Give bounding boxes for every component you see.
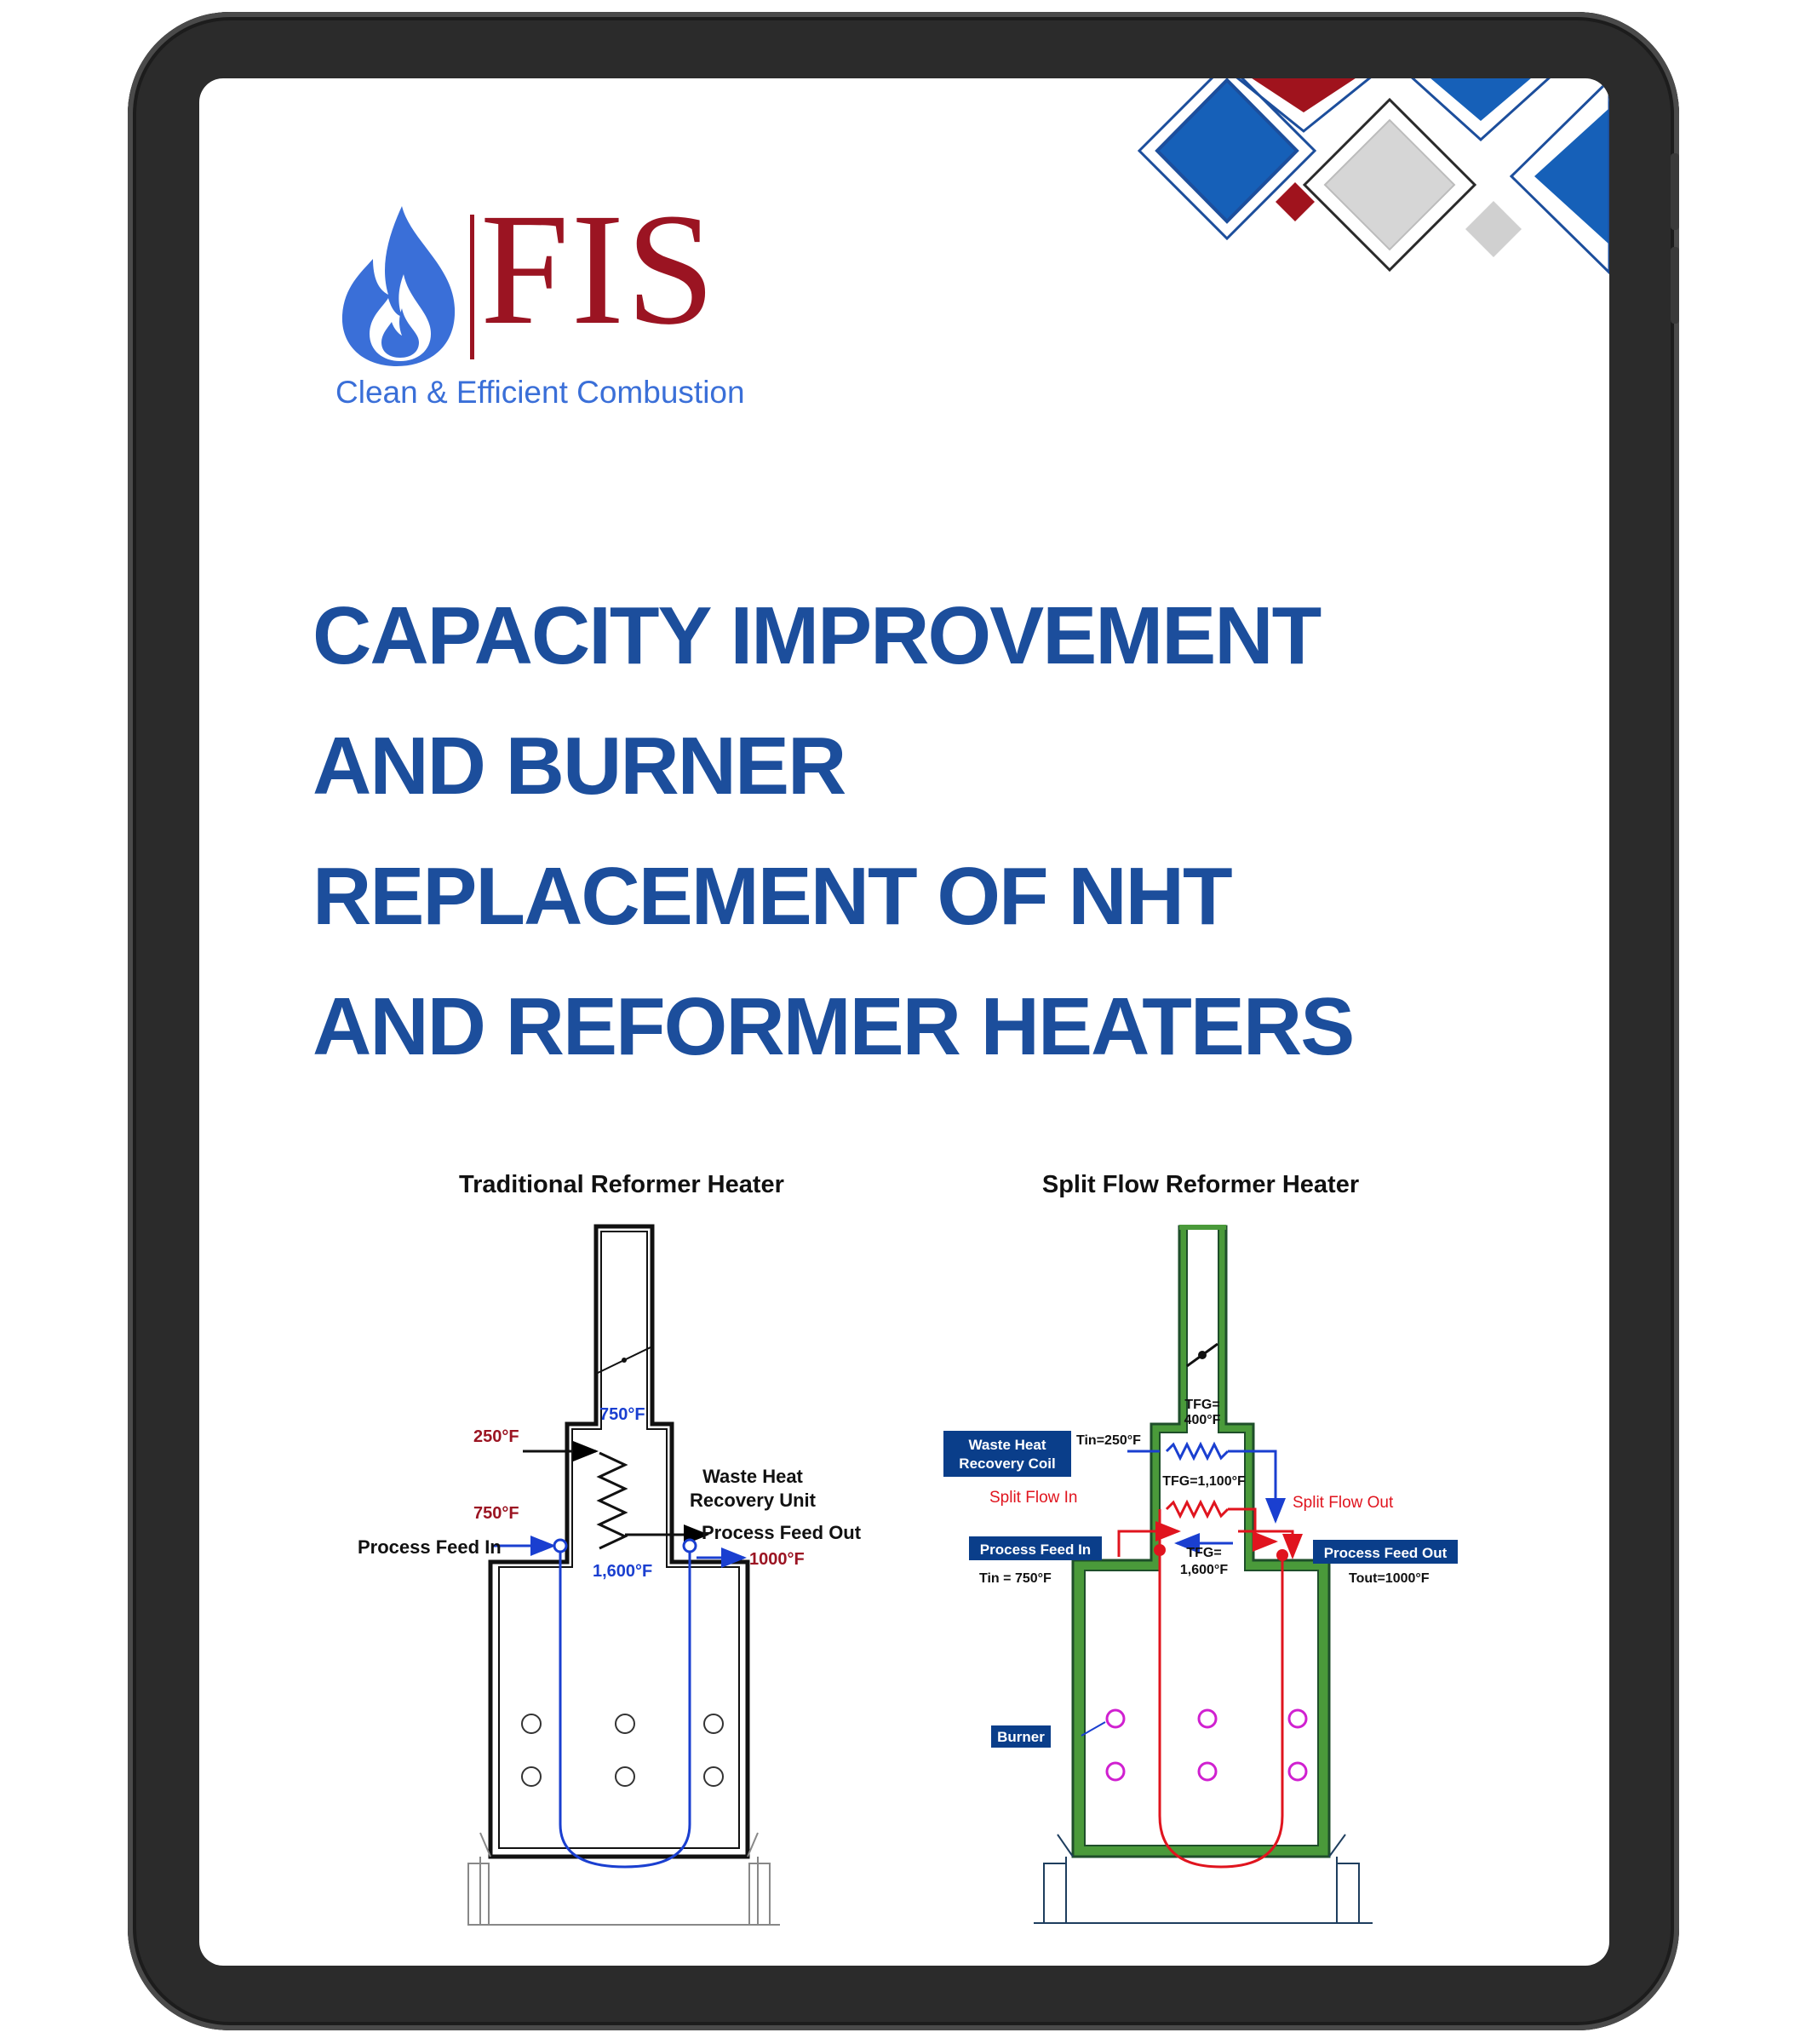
split-flow-coil — [1165, 1499, 1230, 1519]
tin-coil-label: Tin=250°F — [1076, 1433, 1141, 1448]
process-feed-in-label: Process Feed In — [980, 1542, 1091, 1558]
waste-heat-coil — [596, 1451, 628, 1550]
fis-logo: FIS Clean & Efficient Combustion — [335, 189, 812, 411]
process-tube — [1158, 1579, 1284, 1869]
diagram-title: Traditional Reformer Heater — [459, 1171, 784, 1198]
process-feed-in-label: Process Feed In — [358, 1536, 502, 1558]
waste-heat-coil-label-1: Waste Heat — [968, 1437, 1046, 1453]
burner-label: Burner — [997, 1729, 1045, 1745]
process-feed-out-label: Process Feed Out — [702, 1522, 862, 1543]
flame-icon — [341, 206, 456, 366]
tfg-top-label-2: 400°F — [1184, 1413, 1221, 1427]
inlet-temp-label: 250°F — [473, 1427, 519, 1446]
split-flow-in-label: Split Flow In — [989, 1489, 1077, 1507]
process-tube — [559, 1546, 691, 1869]
heater-interior — [1084, 1226, 1319, 1846]
burner-ports — [521, 1714, 724, 1787]
tout-feed-label: Tout=1000°F — [1349, 1571, 1430, 1586]
burner-ports — [1105, 1708, 1308, 1782]
logo-brand: FIS — [480, 180, 717, 358]
title-line: AND REFORMER HEATERS — [312, 981, 1355, 1072]
heater-legs — [467, 1832, 780, 1926]
logo-tagline: Clean & Efficient Combustion — [335, 375, 745, 410]
heater-diagrams: Traditional Reformer Heater — [358, 1171, 1458, 1926]
tfg-top-label-1: TFG= — [1184, 1398, 1219, 1412]
firebox-temp-label: 1,600°F — [593, 1562, 652, 1581]
process-feed-out-badge — [1313, 1540, 1458, 1564]
page-title: CAPACITY IMPROVEMENT AND BURNER REPLACEM… — [312, 571, 1522, 1092]
stack-temp-label: 750°F — [599, 1405, 645, 1424]
process-feed-out-label: Process Feed Out — [1324, 1545, 1448, 1561]
waste-heat-coil — [1165, 1441, 1230, 1461]
logo-divider — [470, 215, 474, 359]
process-feed-in-badge — [969, 1536, 1102, 1560]
split-flow-out-label: Split Flow Out — [1293, 1494, 1394, 1512]
outlet-temp-label: 1000°F — [749, 1550, 805, 1569]
traditional-heater-diagram: Traditional Reformer Heater — [358, 1171, 862, 1926]
waste-heat-coil-label-2: Recovery Coil — [959, 1455, 1055, 1472]
document-cover: FIS Clean & Efficient Combustion CAPACIT… — [199, 78, 1609, 1966]
tfg-firebox-label-2: 1,600°F — [1180, 1563, 1228, 1577]
waste-heat-label-1: Waste Heat — [702, 1466, 803, 1487]
tin-feed-label: Tin = 750°F — [979, 1571, 1052, 1586]
tablet-side-button — [1671, 247, 1679, 324]
title-line: REPLACEMENT OF NHT — [312, 851, 1233, 942]
title-line: AND BURNER — [312, 721, 846, 812]
tablet-side-button — [1671, 153, 1679, 230]
waste-heat-label-2: Recovery Unit — [690, 1490, 817, 1511]
tfg-mid-label: TFG=1,100°F — [1162, 1474, 1246, 1489]
heater-legs — [1034, 1834, 1373, 1924]
burner-badge — [991, 1725, 1051, 1748]
split-flow-heater-diagram: Split Flow Reformer Heater — [943, 1171, 1458, 1924]
title-line: CAPACITY IMPROVEMENT — [312, 590, 1322, 681]
tfg-firebox-label-1: TFG= — [1186, 1546, 1221, 1560]
diagram-title: Split Flow Reformer Heater — [1042, 1171, 1359, 1198]
feed-temp-label: 750°F — [473, 1504, 519, 1523]
waste-heat-coil-badge — [943, 1431, 1071, 1477]
heater-inner-lining — [498, 1231, 740, 1849]
